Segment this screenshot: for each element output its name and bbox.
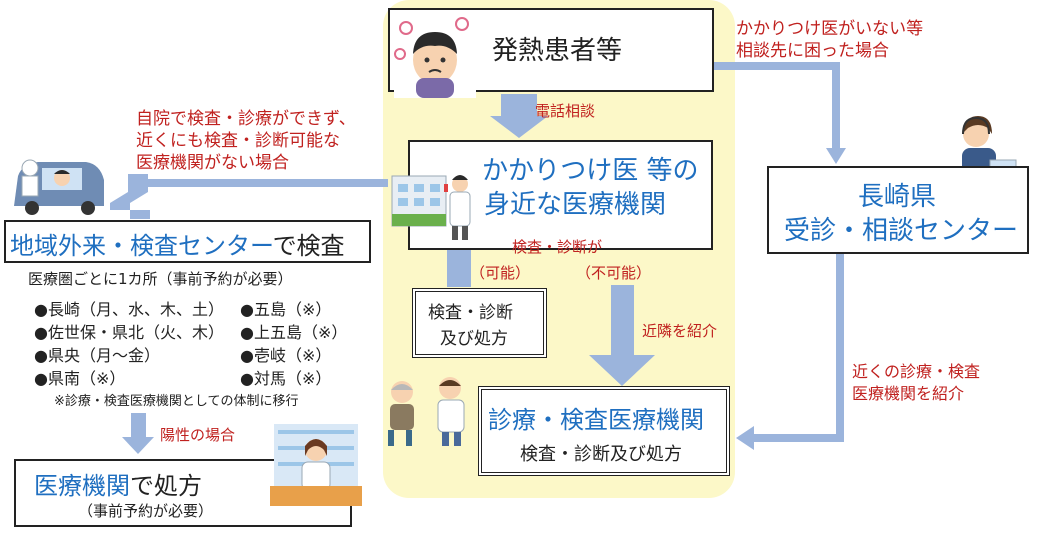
car-drive-through-icon	[8, 146, 108, 216]
arrow-patient-to-center-v	[832, 62, 840, 152]
clinic-line1-blue: かかりつけ医	[482, 156, 639, 186]
area-right-3: ●壱岐（※）	[240, 346, 332, 365]
arrow-center-to-medical-h	[748, 434, 844, 442]
arrow-clinic-to-medical	[589, 285, 655, 386]
no-doctor-note-line2: 相談先に困った場合	[736, 41, 889, 61]
test-box-line2: 及び処方	[440, 329, 508, 349]
area-right-4: ●対馬（※）	[240, 369, 332, 388]
area-left-2: ●佐世保・県北（火、木）	[34, 323, 224, 342]
area-right-2: ●上五島（※）	[240, 323, 348, 342]
own-clinic-note-line1: 自院で検査・診療ができず、	[136, 109, 356, 129]
area-right-1: ●五島（※）	[240, 300, 332, 319]
medical-institution-box	[478, 386, 730, 476]
clinic-line1: かかりつけ医 等の	[482, 150, 699, 187]
arrow-clinic-to-testbox	[447, 249, 471, 287]
area-left-1: ●長崎（月、水、木、土）	[34, 300, 224, 319]
medical-title: 診療・検査医療機関	[488, 406, 704, 434]
arrow-patient-to-clinic	[490, 94, 548, 138]
prescription-subtitle: （事前予約が必要）	[78, 502, 214, 520]
outpatient-subtitle: 医療圏ごとに1カ所（事前予約が必要）	[28, 270, 293, 288]
patient-label: 発熱患者等	[492, 36, 623, 66]
area-left-4: ●県南（※）	[34, 369, 126, 388]
arrow-patient-to-center-head	[826, 148, 846, 164]
test-box-line1: 検査・診断	[428, 303, 513, 323]
outpatient-center-box	[4, 220, 371, 263]
no-doctor-note-line1: かかりつけ医がいない等	[736, 19, 924, 39]
area-left-3: ●県央（月～金）	[34, 346, 160, 365]
prescription-title-blue: 医療機関	[34, 472, 130, 500]
medical-subtitle: 検査・診断及び処方	[520, 444, 682, 465]
center-line1: 長崎県	[858, 182, 937, 212]
clinic-line2: 身近な医療機関	[484, 190, 667, 220]
possible-label: （可能）	[470, 264, 531, 282]
outpatient-title-blue: 地域外来・検査センター	[10, 232, 273, 260]
arrow-patient-to-center-h	[714, 62, 840, 70]
test-diagnosis-box	[412, 288, 547, 358]
prescription-title: 医療機関で処方	[34, 466, 202, 501]
outpatient-title: 地域外来・検査センターで検査	[10, 226, 345, 261]
refer-nearby-label: 近隣を紹介	[642, 322, 718, 340]
refer-center-line2: 医療機関を紹介	[852, 384, 965, 403]
impossible-label: （不可能）	[576, 264, 652, 282]
outpatient-title-rest: で検査	[272, 232, 345, 260]
own-clinic-note-line2: 近くにも検査・診断可能な	[136, 131, 340, 151]
transition-note: ※診療・検査医療機関としての体制に移行	[54, 394, 299, 409]
refer-center-line1: 近くの診療・検査	[852, 362, 981, 381]
arrow-center-to-medical-head	[736, 426, 754, 450]
arrow-outpatient-to-prescription	[122, 413, 154, 454]
center-line2: 受診・相談センター	[784, 216, 1019, 246]
arrow-center-to-medical-v	[836, 254, 844, 442]
prescription-title-rest: で処方	[130, 472, 202, 500]
clinic-line1-rest: 等の	[638, 156, 699, 186]
consultation-center-box	[767, 166, 1029, 254]
positive-case-label: 陽性の場合	[160, 426, 236, 444]
own-clinic-note-line3: 医療機関がない場合	[136, 153, 289, 173]
sick-patient-icon	[392, 14, 478, 98]
pharmacist-icon	[270, 420, 362, 506]
phone-consult-label: 電話相談	[535, 102, 596, 120]
test-diag-label: 検査・診断が	[512, 238, 603, 256]
doctor-consultation-icon	[378, 368, 476, 450]
doctor-clinic-icon	[388, 162, 480, 242]
arrow-clinic-to-outpatient-line	[140, 179, 388, 187]
arrow-clinic-to-outpatient-head	[110, 174, 150, 219]
